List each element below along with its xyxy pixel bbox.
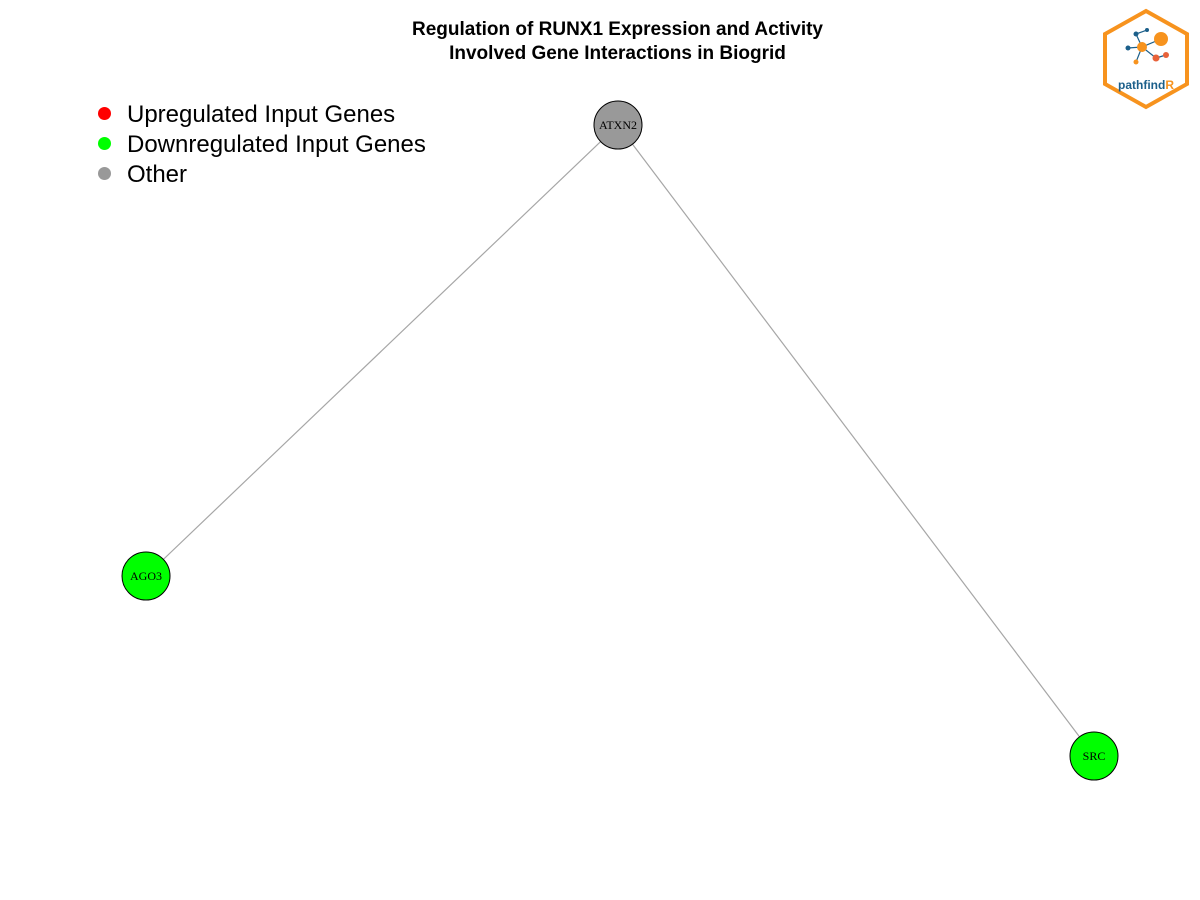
edge-atxn2-ago3	[145, 124, 619, 577]
logo-text-main: pathfind	[1118, 78, 1166, 92]
legend-dot-gray	[98, 167, 111, 180]
figure-title: Regulation of RUNX1 Expression and Activ…	[0, 18, 1200, 66]
node-label: ATXN2	[599, 118, 637, 132]
pathfindr-logo: pathfindR	[1100, 8, 1192, 112]
legend-dot-red	[98, 107, 111, 120]
legend-dot-green	[98, 137, 111, 150]
node-label: AGO3	[130, 569, 162, 583]
title-line-1: Regulation of RUNX1 Expression and Activ…	[411, 19, 824, 40]
node-atxn2: ATXN2	[593, 100, 643, 150]
legend-item-downregulated: Downregulated Input Genes	[98, 130, 426, 160]
node-label: SRC	[1083, 749, 1106, 763]
legend-label: Upregulated Input Genes	[127, 101, 396, 128]
legend-label: Other	[127, 161, 188, 188]
legend-item-other: Other	[98, 160, 426, 190]
node-circle	[121, 551, 171, 601]
title-line-2: Involved Gene Interactions in Biogrid	[449, 43, 786, 64]
node-circle	[593, 100, 643, 150]
logo-text: pathfindR	[1100, 78, 1192, 92]
logo-text-accent: R	[1165, 78, 1174, 92]
edge-atxn2-src	[617, 124, 1095, 757]
legend: Upregulated Input Genes Downregulated In…	[98, 100, 426, 190]
node-src: SRC	[1069, 731, 1119, 781]
node-ago3: AGO3	[121, 551, 171, 601]
node-circle	[1069, 731, 1119, 781]
logo-hexagon-icon	[1103, 8, 1189, 110]
legend-item-upregulated: Upregulated Input Genes	[98, 100, 426, 130]
legend-label: Downregulated Input Genes	[127, 131, 426, 158]
